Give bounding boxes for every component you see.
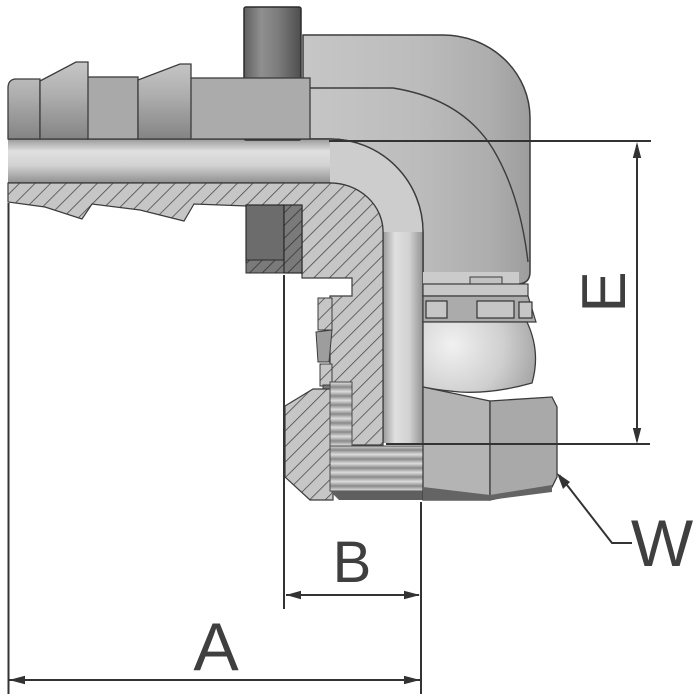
bore-vertical bbox=[383, 232, 423, 443]
collar-lower-hatch-column bbox=[283, 204, 303, 274]
bore-passage bbox=[8, 138, 424, 443]
dim-e-arrow-bottom bbox=[632, 428, 642, 444]
stop-collar bbox=[243, 6, 303, 274]
section-hatching bbox=[7, 182, 384, 501]
hex-nut-shadow-right bbox=[490, 485, 552, 500]
washer-ring bbox=[422, 283, 529, 297]
nut-section-hatch bbox=[284, 388, 334, 501]
dim-b-arrow-left bbox=[286, 590, 301, 600]
hex-nut-shadow-left bbox=[423, 487, 490, 500]
dimension-e: E bbox=[329, 140, 651, 445]
elbow-body-contour-line bbox=[303, 87, 529, 263]
w-label: W bbox=[631, 506, 694, 580]
retaining-ring-segment-1 bbox=[425, 300, 448, 319]
dim-b-label: B bbox=[333, 530, 372, 595]
w-leader: W bbox=[557, 473, 694, 580]
hex-nut-right-facet bbox=[489, 396, 558, 501]
w-leader-line bbox=[558, 474, 632, 544]
swivel-nut bbox=[422, 272, 558, 501]
dim-e-label: E bbox=[570, 271, 639, 312]
dimension-a: A bbox=[7, 203, 422, 694]
dimension-b: B bbox=[283, 275, 420, 609]
barb-1 bbox=[39, 61, 89, 140]
section-step-hatch-upper bbox=[317, 297, 333, 331]
dim-a-arrow-left bbox=[9, 675, 25, 685]
w-leader-arrow bbox=[557, 473, 570, 489]
bore-bend bbox=[330, 139, 423, 232]
dim-e-arrow-top bbox=[632, 142, 642, 158]
barb-2 bbox=[137, 63, 192, 140]
retaining-ring-segment-2 bbox=[476, 300, 515, 319]
dim-b-arrow-right bbox=[404, 590, 420, 600]
barbed-hose-tail bbox=[7, 61, 311, 140]
tail-neck bbox=[85, 76, 139, 140]
retaining-ring-segment-3 bbox=[518, 301, 533, 319]
thread-section bbox=[329, 381, 424, 500]
ball-sleeve bbox=[422, 321, 537, 393]
bore-horizontal bbox=[8, 139, 332, 183]
dim-a-label: A bbox=[193, 609, 239, 685]
thread-shadow-strip bbox=[330, 491, 423, 500]
male-thread-column bbox=[329, 381, 353, 447]
female-thread-block bbox=[329, 445, 424, 492]
thread-start-tooth bbox=[315, 329, 333, 363]
tail-stem bbox=[188, 77, 311, 140]
collar-lower bbox=[245, 204, 285, 263]
dim-a-arrow-right bbox=[404, 675, 420, 685]
collar-lower-hatch-strip bbox=[245, 259, 285, 274]
tail-end-stub bbox=[7, 78, 41, 140]
